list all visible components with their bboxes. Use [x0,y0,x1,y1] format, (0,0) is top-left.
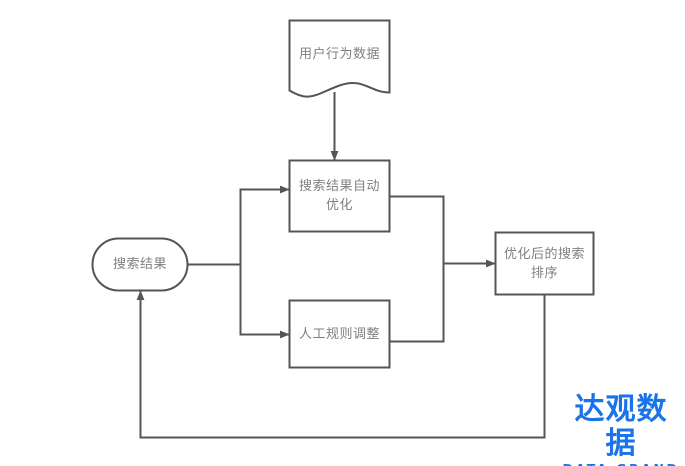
node-auto-optimization-shape [288,159,391,233]
edge-optimized-feedback [136,290,546,439]
brand-logo-name-en: DATA GRAND [561,461,681,466]
node-search-results-shape [91,237,189,292]
brand-logo: 达观数据 DATA GRAND [561,393,681,466]
brand-logo-name-cn: 达观数据 [574,392,668,461]
node-user-behavior-data-shape [288,19,391,98]
node-manual-rule-adjustment-shape [288,299,391,369]
edge-manual-to-optimized [390,263,445,343]
edge-results-to-auto [188,185,290,266]
edge-auto-to-optimized [390,195,496,268]
edge-results-to-manual [239,264,290,339]
node-optimized-ranking-shape [494,231,595,296]
